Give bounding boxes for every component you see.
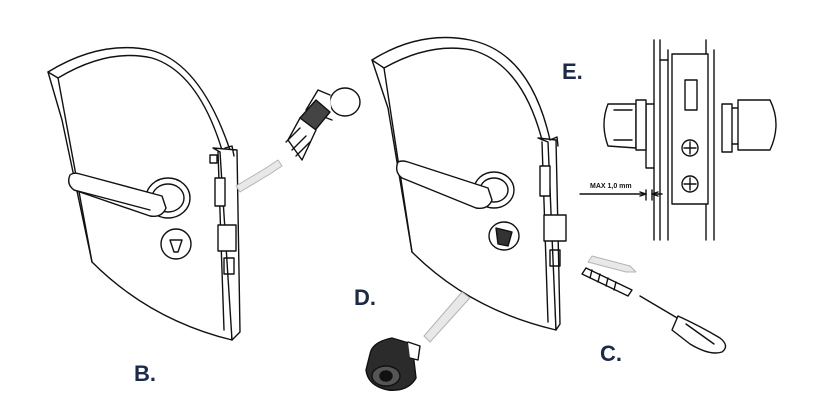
insert-arrow-b (235, 159, 283, 193)
step-label-c: C. (600, 341, 622, 366)
lever-handle-d (395, 160, 515, 210)
step-label-b: B. (134, 361, 156, 386)
knob-right-e (721, 99, 777, 153)
dimension-line-e (579, 189, 663, 201)
dimension-label-e: MAX 1,0 mm (590, 183, 632, 190)
screw-arrow-c (587, 255, 637, 273)
cylinder-insert-b (285, 87, 361, 161)
screwdriver-c (639, 295, 727, 354)
cylinder-hole-d (488, 221, 520, 251)
detail-frame-e (645, 39, 715, 241)
screw-c (581, 267, 633, 297)
insert-arrow-d (423, 291, 471, 343)
lever-handle-b (67, 172, 191, 219)
cylinder-knob-d (365, 337, 421, 391)
step-label-e: E. (562, 59, 583, 84)
cylinder-hole-b (160, 228, 192, 260)
knob-left-e (603, 99, 647, 151)
step-label-d: D. (354, 285, 376, 310)
